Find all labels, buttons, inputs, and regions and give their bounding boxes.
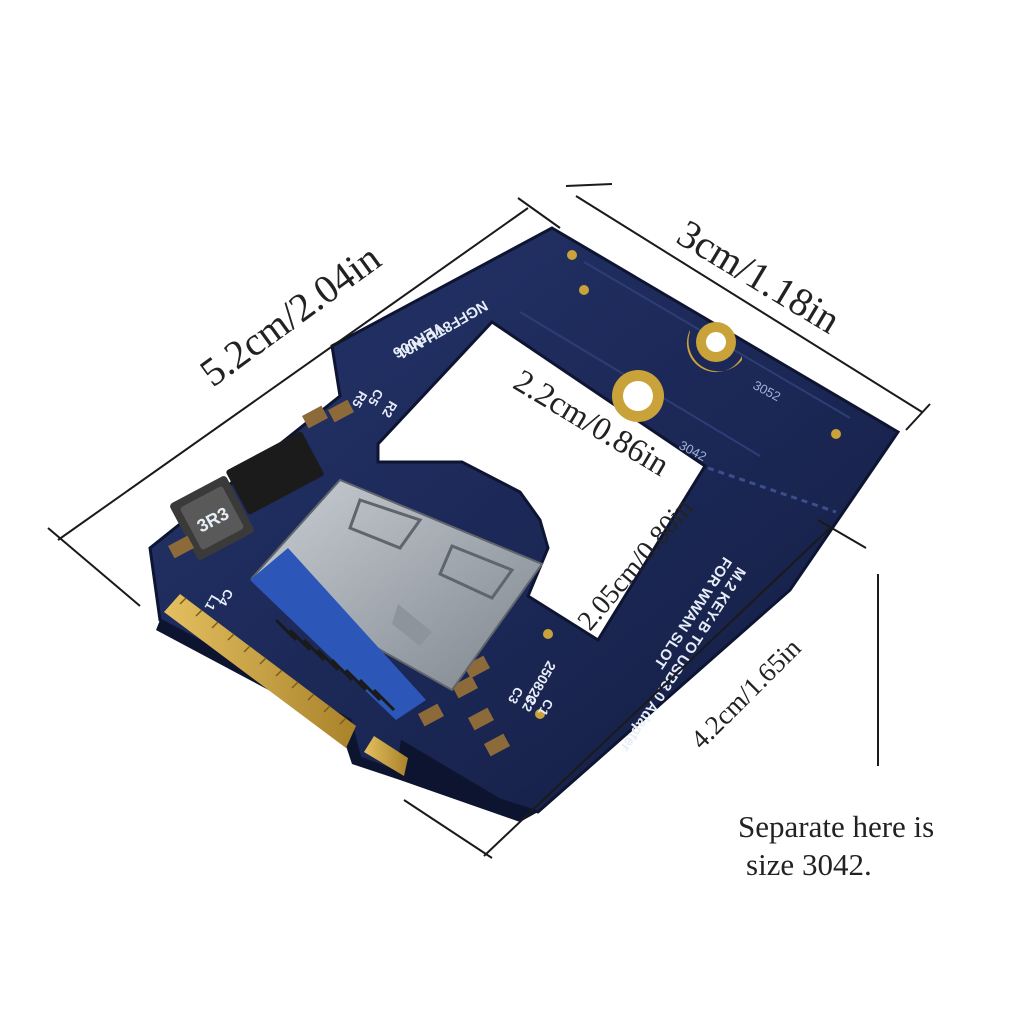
regulator-chip	[226, 431, 324, 515]
separation-line	[707, 466, 837, 514]
dim-line-width	[575, 195, 923, 413]
dim-line-total-length	[57, 207, 529, 541]
silk-ref-6: C3	[505, 685, 526, 707]
silk-ref-1: R5	[349, 389, 370, 411]
smd-components	[168, 399, 510, 757]
usb-tongue	[250, 548, 426, 720]
dim-line-3042-length	[483, 527, 831, 857]
silk-ref-7: C2	[519, 693, 540, 715]
usb3-connector	[250, 478, 544, 720]
separation-note: Separate here is size 3042.	[738, 808, 1008, 884]
silk-ref-5: L1	[202, 593, 223, 614]
m2-edge-connector	[164, 594, 408, 776]
board-cutout	[376, 320, 708, 643]
note-line-2: size 3042.	[746, 847, 872, 882]
note-line-1: Separate here is	[738, 809, 935, 844]
silk-ref-8: C1	[535, 697, 556, 719]
dimension-lines	[47, 183, 931, 859]
inductor: 3R3	[170, 476, 254, 560]
silk-ref-3: R2	[379, 399, 400, 421]
silk-ref-2: C5	[365, 387, 386, 409]
